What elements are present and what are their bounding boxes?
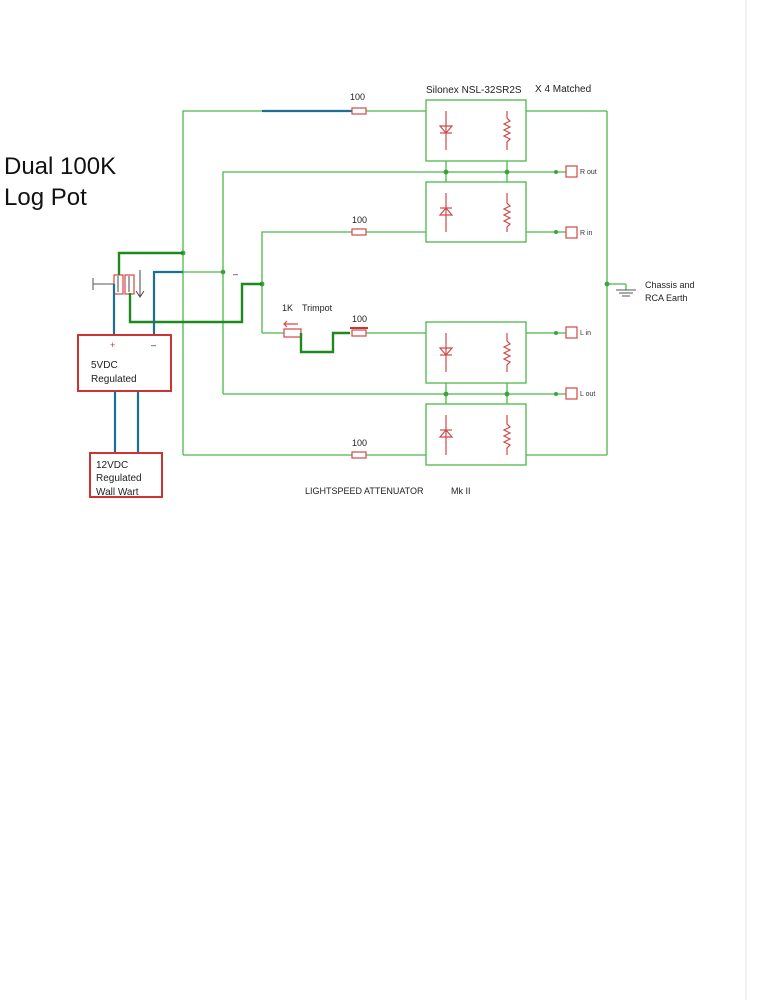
resistor-r4 xyxy=(351,451,367,459)
caption-name: LIGHTSPEED ATTENUATOR xyxy=(305,486,424,496)
ldr-part-label: Silonex NSL-32SR2S xyxy=(426,85,522,96)
trimpot-name: Trimpot xyxy=(302,303,333,313)
ldr-quantity-label: X 4 Matched xyxy=(535,84,591,95)
connector-r-out xyxy=(565,165,578,178)
ldr-unit-3 xyxy=(425,321,527,384)
trimpot-wiper-arrow xyxy=(283,320,298,328)
resistor-r1 xyxy=(351,107,367,115)
supply-12v-line2: Regulated xyxy=(96,473,142,484)
resistor-r2 xyxy=(351,228,367,236)
resistor-r2-value: 100 xyxy=(352,215,367,225)
ldr-unit-4 xyxy=(425,403,527,466)
resistor-r3-value: 100 xyxy=(352,314,367,324)
supply-5v-line2: Regulated xyxy=(91,374,137,385)
trimpot-body xyxy=(283,328,302,338)
supply-5v-minus: – xyxy=(151,340,156,350)
trimpot-wire xyxy=(299,331,350,354)
supply-12v-line1: 12VDC xyxy=(96,460,128,471)
junction-dots xyxy=(180,169,610,397)
earth-label-line1: Chassis and xyxy=(645,280,695,290)
trimpot-value: 1K xyxy=(282,303,293,313)
pot-title-line2: Log Pot xyxy=(4,184,87,211)
pot-supply-wire-bottom xyxy=(128,282,262,324)
resistor-r1-value: 100 xyxy=(350,92,365,102)
pot-title-line1: Dual 100K xyxy=(4,153,116,180)
pot-supply-wire-top xyxy=(117,251,183,275)
ldr-unit-1 xyxy=(425,99,527,162)
supply-5v-box xyxy=(77,334,172,392)
earth-icon xyxy=(616,284,636,297)
supply-12v-box xyxy=(89,452,163,498)
caption-version: Mk II xyxy=(451,486,471,496)
pot-minus-label: – xyxy=(233,269,238,279)
supply-5v-line1: 5VDC xyxy=(91,360,118,371)
supply-12v-line3: Wall Wart xyxy=(96,487,139,498)
connector-l-out xyxy=(565,387,578,400)
connector-r-out-label: R out xyxy=(580,169,597,176)
resistor-r4-value: 100 xyxy=(352,438,367,448)
connector-r-in-label: R in xyxy=(580,230,593,237)
pot-blue-wire-minus xyxy=(152,270,183,335)
ldr-unit-2 xyxy=(425,181,527,243)
connector-l-out-label: L out xyxy=(580,391,595,398)
connector-l-in-label: L in xyxy=(580,330,591,337)
resistor-r3 xyxy=(351,329,367,337)
supply-5v-plus: + xyxy=(110,340,115,350)
connector-l-in xyxy=(565,326,578,339)
connector-r-in xyxy=(565,226,578,239)
earth-label-line2: RCA Earth xyxy=(645,293,688,303)
